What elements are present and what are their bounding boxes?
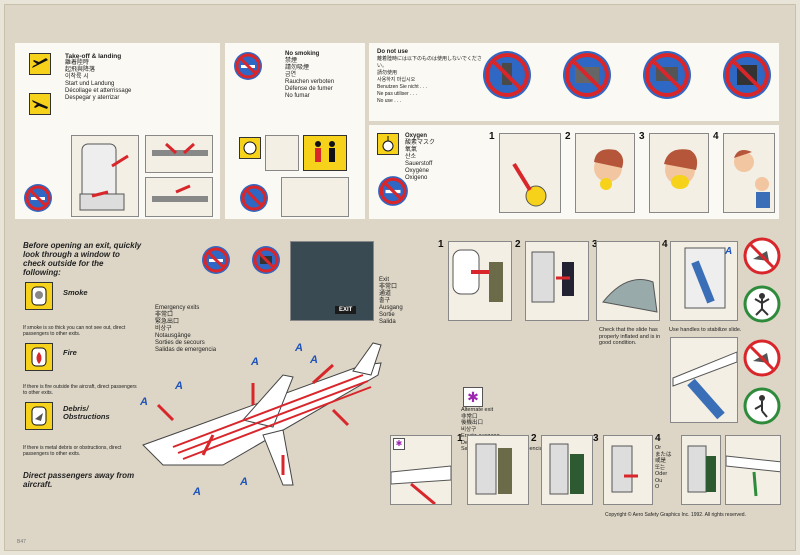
landing-icon bbox=[29, 93, 51, 115]
or-translations: Or または 或是 또는 Oder Ou O bbox=[655, 445, 672, 490]
door-open-illustration bbox=[448, 241, 512, 321]
exit-marker-a-2: A bbox=[175, 380, 183, 392]
copyright: Copyright © Aero Safety Graphics Inc. 19… bbox=[605, 512, 746, 518]
exit-marker-a-7: A bbox=[240, 476, 248, 488]
no-smoking-title: No smoking bbox=[285, 51, 320, 57]
exit-marker-a-3: A bbox=[251, 356, 259, 368]
oxygen-translations: 酸素マスク 氧氣 산소 Sauerstoff Oxygène Oxigeno bbox=[405, 140, 436, 181]
slide-step-3: 3 bbox=[592, 239, 598, 250]
exit-translations: Exit 非常口 通道 출구 Ausgang Sortie Salida bbox=[379, 277, 403, 325]
safety-card: Take-off & landing 離着陸時 起飛與降落 이착륙 시 Star… bbox=[4, 4, 796, 551]
oxygen-mask-drop-illustration bbox=[499, 133, 561, 213]
no-smoking-exit-area-icon bbox=[201, 245, 231, 280]
slide-step-2: 2 bbox=[515, 239, 521, 250]
door-push-illustration bbox=[525, 241, 589, 321]
seatbelt-release-illustration bbox=[145, 177, 213, 217]
debris-window-icon bbox=[25, 402, 53, 430]
exit-sign: EXIT bbox=[335, 306, 357, 314]
oxygen-panel: Oxygen 酸素マスク 氧氣 산소 Sauerstoff Oxygène Ox… bbox=[369, 125, 779, 219]
alternate-step-3-illustration bbox=[603, 435, 653, 505]
smoke-detector-illustration bbox=[265, 135, 299, 171]
no-radio-icon bbox=[561, 49, 613, 106]
alternate-jump-illustration bbox=[725, 435, 781, 505]
alternate-exit-star-icon: ✱ bbox=[463, 387, 483, 407]
slide-check-note: Check that the slide has properly inflat… bbox=[599, 327, 661, 346]
no-smoking-panel: No smoking 禁煙 請勿吸煙 금연 Rauchen verboten D… bbox=[225, 43, 365, 219]
slide-step-1: 1 bbox=[438, 239, 444, 250]
before-exit-title: Before opening an exit, quickly look thr… bbox=[23, 241, 142, 277]
oxygen-step-1: 1 bbox=[489, 131, 495, 142]
no-smoking-oxygen-icon bbox=[377, 175, 409, 212]
oxygen-step-4: 4 bbox=[713, 131, 719, 142]
fire-window-icon bbox=[25, 343, 53, 371]
takeoff-icon bbox=[29, 53, 51, 75]
takeoff-title: Take-off & landing bbox=[65, 53, 122, 60]
alternate-aircraft-illustration: ✱ bbox=[390, 435, 452, 505]
seatbelt-seat-illustration bbox=[71, 135, 139, 217]
takeoff-panel: Take-off & landing 離着陸時 起飛與降落 이착륙 시 Star… bbox=[15, 43, 220, 219]
exit-marker-a-6: A bbox=[193, 486, 201, 498]
alternate-step-4: 4 bbox=[655, 433, 661, 444]
overwing-slide-illustration bbox=[670, 337, 738, 423]
oxygen-mask-icon bbox=[377, 133, 399, 155]
exit-marker-a-4: A bbox=[295, 342, 303, 354]
slide-marker-a: A bbox=[725, 246, 733, 257]
no-high-heels-icon bbox=[743, 237, 781, 280]
alternate-step-1: 1 bbox=[457, 433, 463, 444]
exit-marker-a: A bbox=[140, 396, 148, 408]
oxygen-help-child-illustration bbox=[723, 133, 775, 213]
before-exit-panel: Before opening an exit, quickly look thr… bbox=[15, 227, 149, 507]
slide-handles-note: Use handles to stabilize slide. bbox=[669, 327, 742, 333]
do-not-use-title: Do not use bbox=[377, 49, 408, 55]
oxygen-step-2: 2 bbox=[565, 131, 571, 142]
slide-step-4: 4 bbox=[662, 239, 668, 250]
alternate-step-2: 2 bbox=[531, 433, 537, 444]
alternate-step-2-illustration bbox=[541, 435, 593, 505]
do-not-use-panel: Do not use 離着陸時には以下のものは使用しないでください。 請勿使用 … bbox=[369, 43, 779, 121]
no-camera-icon bbox=[641, 49, 693, 106]
seatbelt-fasten-illustration bbox=[145, 135, 213, 173]
alternate-step-3: 3 bbox=[593, 433, 599, 444]
no-high-heels-icon-2 bbox=[743, 339, 781, 382]
oxygen-wear-mask-illustration bbox=[649, 133, 709, 213]
no-smoking-lavatory-icon bbox=[239, 183, 269, 218]
smoke-window-icon bbox=[25, 282, 53, 310]
direct-passengers-text: Direct passengers away from aircraft. bbox=[23, 471, 135, 489]
exit-sign-cabin-illustration: EXIT bbox=[290, 241, 374, 321]
no-smoking-sign-icon bbox=[23, 183, 53, 218]
slide-ok-icon bbox=[743, 387, 781, 430]
fire-label: Fire bbox=[63, 348, 77, 357]
debris-label: Debris/ Obstructions bbox=[63, 404, 110, 421]
jump-ok-icon bbox=[743, 285, 781, 328]
no-television-icon bbox=[721, 49, 773, 106]
no-baggage-icon bbox=[251, 245, 281, 280]
alternate-step-4-illustration bbox=[681, 435, 721, 505]
smoke-label: Smoke bbox=[63, 288, 88, 297]
exit-marker-a-5: A bbox=[310, 354, 318, 366]
lavatory-icon bbox=[303, 135, 347, 171]
emergency-exits-translations: Emergency exits 非常口 緊急出口 비상구 Notausgänge… bbox=[155, 305, 217, 353]
alternate-step-1-illustration bbox=[467, 435, 529, 505]
do-not-use-translations: 離着陸時には以下のものは使用しないでください。 請勿使用 사용하지 마십시오 B… bbox=[377, 56, 482, 104]
no-phone-icon bbox=[481, 49, 533, 106]
aircraft-exit-diagram bbox=[133, 335, 393, 505]
slide-evacuate-illustration bbox=[670, 241, 738, 321]
slide-inflate-illustration bbox=[596, 241, 660, 321]
no-smoking-icon bbox=[233, 51, 263, 86]
no-smoking-translations: 禁煙 請勿吸煙 금연 Rauchen verboten Défense de f… bbox=[285, 58, 335, 99]
card-code: B47 bbox=[17, 539, 26, 545]
oxygen-title: Oxygen bbox=[405, 133, 428, 139]
fire-note: If there is fire outside the aircraft, d… bbox=[23, 384, 137, 396]
debris-note: If there is metal debris or obstructions… bbox=[23, 445, 122, 457]
lavatory-smoke-detector-icon bbox=[239, 137, 261, 159]
no-tamper-illustration bbox=[281, 177, 349, 217]
oxygen-pull-mask-illustration bbox=[575, 133, 635, 213]
takeoff-translations: 離着陸時 起飛與降落 이착륙 시 Start und Landung Décol… bbox=[65, 60, 132, 101]
smoke-note: If smoke is so thick you can not see out… bbox=[23, 325, 126, 337]
oxygen-step-3: 3 bbox=[639, 131, 645, 142]
alternate-exit-star-small: ✱ bbox=[393, 438, 405, 450]
